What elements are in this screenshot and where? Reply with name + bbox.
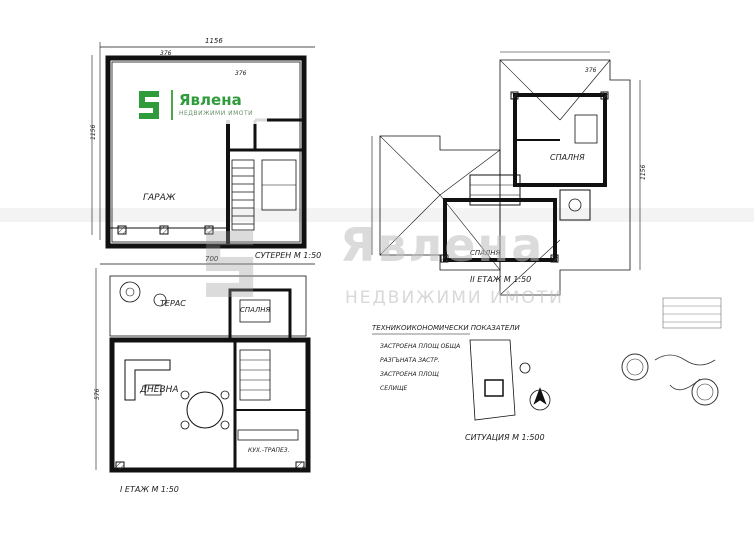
svg-text:1156: 1156 xyxy=(640,165,647,180)
upper-title: II ЕТАЖ М 1:50 xyxy=(470,275,531,284)
dim-top-overall: 1156 xyxy=(205,37,223,45)
brand-mark-icon xyxy=(137,88,163,122)
ground-title: I ЕТАЖ М 1:50 xyxy=(120,485,179,494)
label-living: ДНЕВНА xyxy=(139,385,179,395)
tech-row-2: РАЗГЪНАТА ЗАСТР. xyxy=(380,357,440,364)
label-bedroom-upper: СПАЛНЯ xyxy=(550,153,585,162)
scan-band xyxy=(0,208,754,222)
label-terrace: ТЕРАС xyxy=(160,299,186,308)
svg-text:1156: 1156 xyxy=(90,125,97,140)
label-bedroom-upper2: СПАЛНЯ xyxy=(470,249,500,257)
round-stamp-icon xyxy=(621,353,719,406)
brand-separator xyxy=(171,90,173,120)
label-garage: ГАРАЖ xyxy=(143,193,176,203)
tech-row-4: СЕЛИЩЕ xyxy=(380,385,408,392)
site-title: СИТУАЦИЯ М 1:500 xyxy=(465,433,545,442)
tech-row-3: ЗАСТРОЕНА ПЛОЩ xyxy=(380,371,439,378)
brand-name: Явлена xyxy=(179,91,242,109)
site-plan xyxy=(469,339,551,421)
ground-floor-plan: 700 576 xyxy=(94,255,315,473)
tech-row-1: ЗАСТРОЕНА ПЛОЩ ОБЩА xyxy=(380,343,460,350)
brand-logo: Явлена НЕДВИЖИМИ ИМОТИ xyxy=(137,86,267,124)
signature-scribble xyxy=(654,354,716,391)
upper-floor-plan: 376 1156 xyxy=(371,51,647,296)
tech-heading: ТЕХНИКОИКОНОМИЧЕСКИ ПОКАЗАТЕЛИ xyxy=(372,324,521,332)
title-block xyxy=(662,297,722,329)
svg-text:376: 376 xyxy=(235,70,247,77)
svg-text:576: 576 xyxy=(94,388,101,400)
brand-tagline: НЕДВИЖИМИ ИМОТИ xyxy=(179,110,254,117)
basement-title: СУТЕРЕН М 1:50 xyxy=(255,251,321,260)
svg-text:376: 376 xyxy=(160,50,172,57)
svg-text:376: 376 xyxy=(585,67,597,74)
label-bedroom-ground: СПАЛНЯ xyxy=(240,306,270,314)
dim-ground-width: 700 xyxy=(205,255,219,263)
label-kitchen: КУХ.-ТРАПЕЗ. xyxy=(248,447,290,454)
north-arrow-icon xyxy=(529,387,551,411)
tech-indicators: ТЕХНИКОИКОНОМИЧЕСКИ ПОКАЗАТЕЛИ ЗАСТРОЕНА… xyxy=(372,324,521,392)
basement-plan: 1156 376 376 1156 xyxy=(90,37,315,249)
